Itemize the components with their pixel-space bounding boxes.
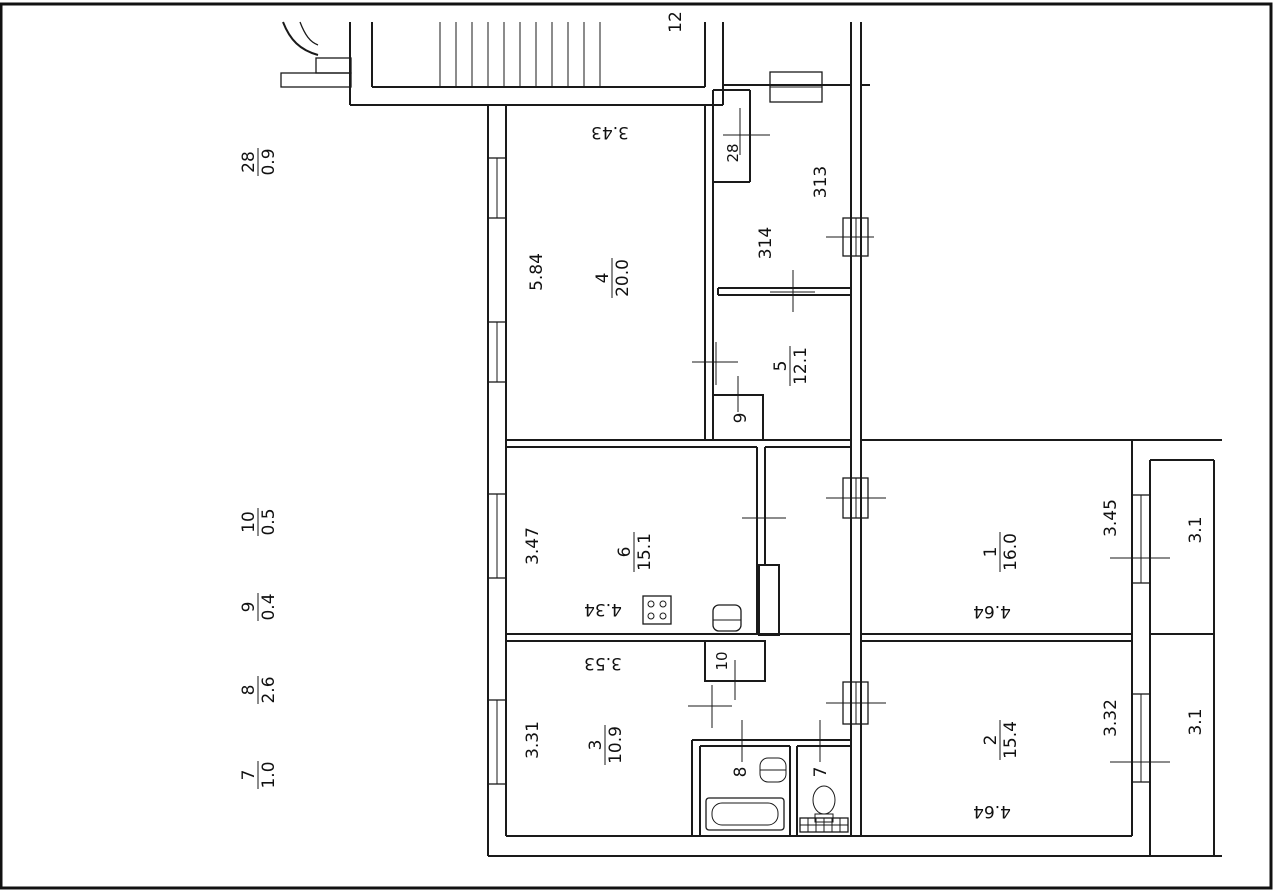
dim-text: 3.32 [1101, 699, 1121, 737]
dim-text: 4.64 [973, 801, 1011, 821]
label-top: 12 [666, 11, 686, 33]
room-1-label: 1 16.0 [981, 532, 1021, 572]
room-2-label: 2 15.4 [981, 720, 1021, 760]
vent-blocks [842, 217, 869, 725]
room-3-length: 3.53 [584, 653, 622, 673]
room-3-width: 3.31 [523, 721, 543, 759]
legend-num: 9 [239, 602, 259, 613]
dim-text: 5.84 [527, 253, 547, 291]
room-area: 20.0 [613, 259, 633, 297]
room-area: 12.1 [791, 347, 811, 385]
balcony-doors [1131, 494, 1151, 783]
floor-grate [799, 817, 849, 833]
stair-steps [439, 22, 601, 87]
label-314: 314 [756, 227, 776, 259]
room-num: 3 [586, 740, 606, 751]
label-9: 9 [731, 413, 751, 424]
legend-num: 8 [239, 685, 259, 696]
room-6-length: 4.34 [584, 599, 622, 619]
washbasin-icon [759, 757, 787, 783]
label-text: 9 [731, 413, 751, 424]
legend-item: 28 0.9 [239, 148, 279, 176]
balcony-1-dim: 3.1 [1186, 516, 1206, 543]
stairwell: 12 [280, 11, 724, 106]
label-8: 8 [731, 767, 751, 778]
room-6-label: 6 15.1 [615, 532, 655, 572]
room-num: 1 [981, 547, 1001, 558]
room-area: 15.1 [635, 533, 655, 571]
room-1-width: 3.45 [1101, 499, 1121, 537]
room-5-label: 5 12.1 [771, 346, 811, 386]
legend-area: 2.6 [259, 676, 279, 703]
legend-num: 7 [239, 770, 259, 781]
balcony-2-dim: 3.1 [1186, 708, 1206, 735]
room-4-width: 5.84 [527, 253, 547, 291]
room-num: 2 [981, 735, 1001, 746]
room-num: 6 [615, 547, 635, 558]
legend-item: 8 2.6 [239, 676, 279, 704]
label-text: 313 [811, 166, 831, 198]
legend-item: 10 0.5 [239, 508, 279, 536]
label-10: 10 [713, 651, 731, 670]
room-4-length: 3.43 [591, 122, 629, 142]
label-top-text: 12 [666, 11, 686, 33]
room-2-length: 4.64 [973, 801, 1011, 821]
room-area: 16.0 [1001, 533, 1021, 571]
partitions [506, 89, 1132, 836]
legend-item: 9 0.4 [239, 593, 279, 621]
dim-text: 3.43 [591, 122, 629, 142]
label-text: 10 [713, 651, 731, 670]
room-area: 15.4 [1001, 721, 1021, 759]
legend: 28 0.9 10 0.5 9 0.4 8 2.6 7 1.0 [239, 148, 279, 789]
legend-area: 0.9 [259, 148, 279, 175]
room-num: 5 [771, 361, 791, 372]
dim-text: 4.34 [584, 599, 622, 619]
label-7: 7 [811, 767, 831, 778]
door-marks [688, 108, 1170, 763]
legend-area: 0.5 [259, 508, 279, 535]
fixtures [642, 71, 1151, 833]
legend-area: 0.4 [259, 593, 279, 620]
windows-left [487, 157, 507, 785]
stove-icon [642, 595, 672, 625]
label-text: 7 [811, 767, 831, 778]
room-area: 10.9 [606, 726, 626, 764]
dim-text: 3.1 [1186, 708, 1206, 735]
room-num: 4 [593, 273, 613, 284]
label-313: 313 [811, 166, 831, 198]
legend-num: 28 [239, 151, 259, 173]
room-4-label: 4 20.0 [593, 258, 633, 298]
dim-text: 4.64 [973, 601, 1011, 621]
dim-text: 3.53 [584, 653, 622, 673]
label-text: 314 [756, 227, 776, 259]
legend-area: 1.0 [259, 761, 279, 788]
legend-item: 7 1.0 [239, 761, 279, 789]
sink-icon [712, 604, 742, 632]
label-28: 28 [724, 143, 742, 162]
room-2-width: 3.32 [1101, 699, 1121, 737]
bathtub-icon [705, 797, 785, 831]
label-text: 8 [731, 767, 751, 778]
dim-text: 3.31 [523, 721, 543, 759]
label-text: 28 [724, 143, 742, 162]
dim-text: 3.45 [1101, 499, 1121, 537]
toilet-icon [812, 785, 836, 823]
legend-num: 10 [239, 511, 259, 533]
dim-text: 3.1 [1186, 516, 1206, 543]
room-3-label: 3 10.9 [586, 725, 626, 765]
dim-text: 3.47 [523, 527, 543, 565]
room-6-width: 3.47 [523, 527, 543, 565]
room-1-length: 4.64 [973, 601, 1011, 621]
